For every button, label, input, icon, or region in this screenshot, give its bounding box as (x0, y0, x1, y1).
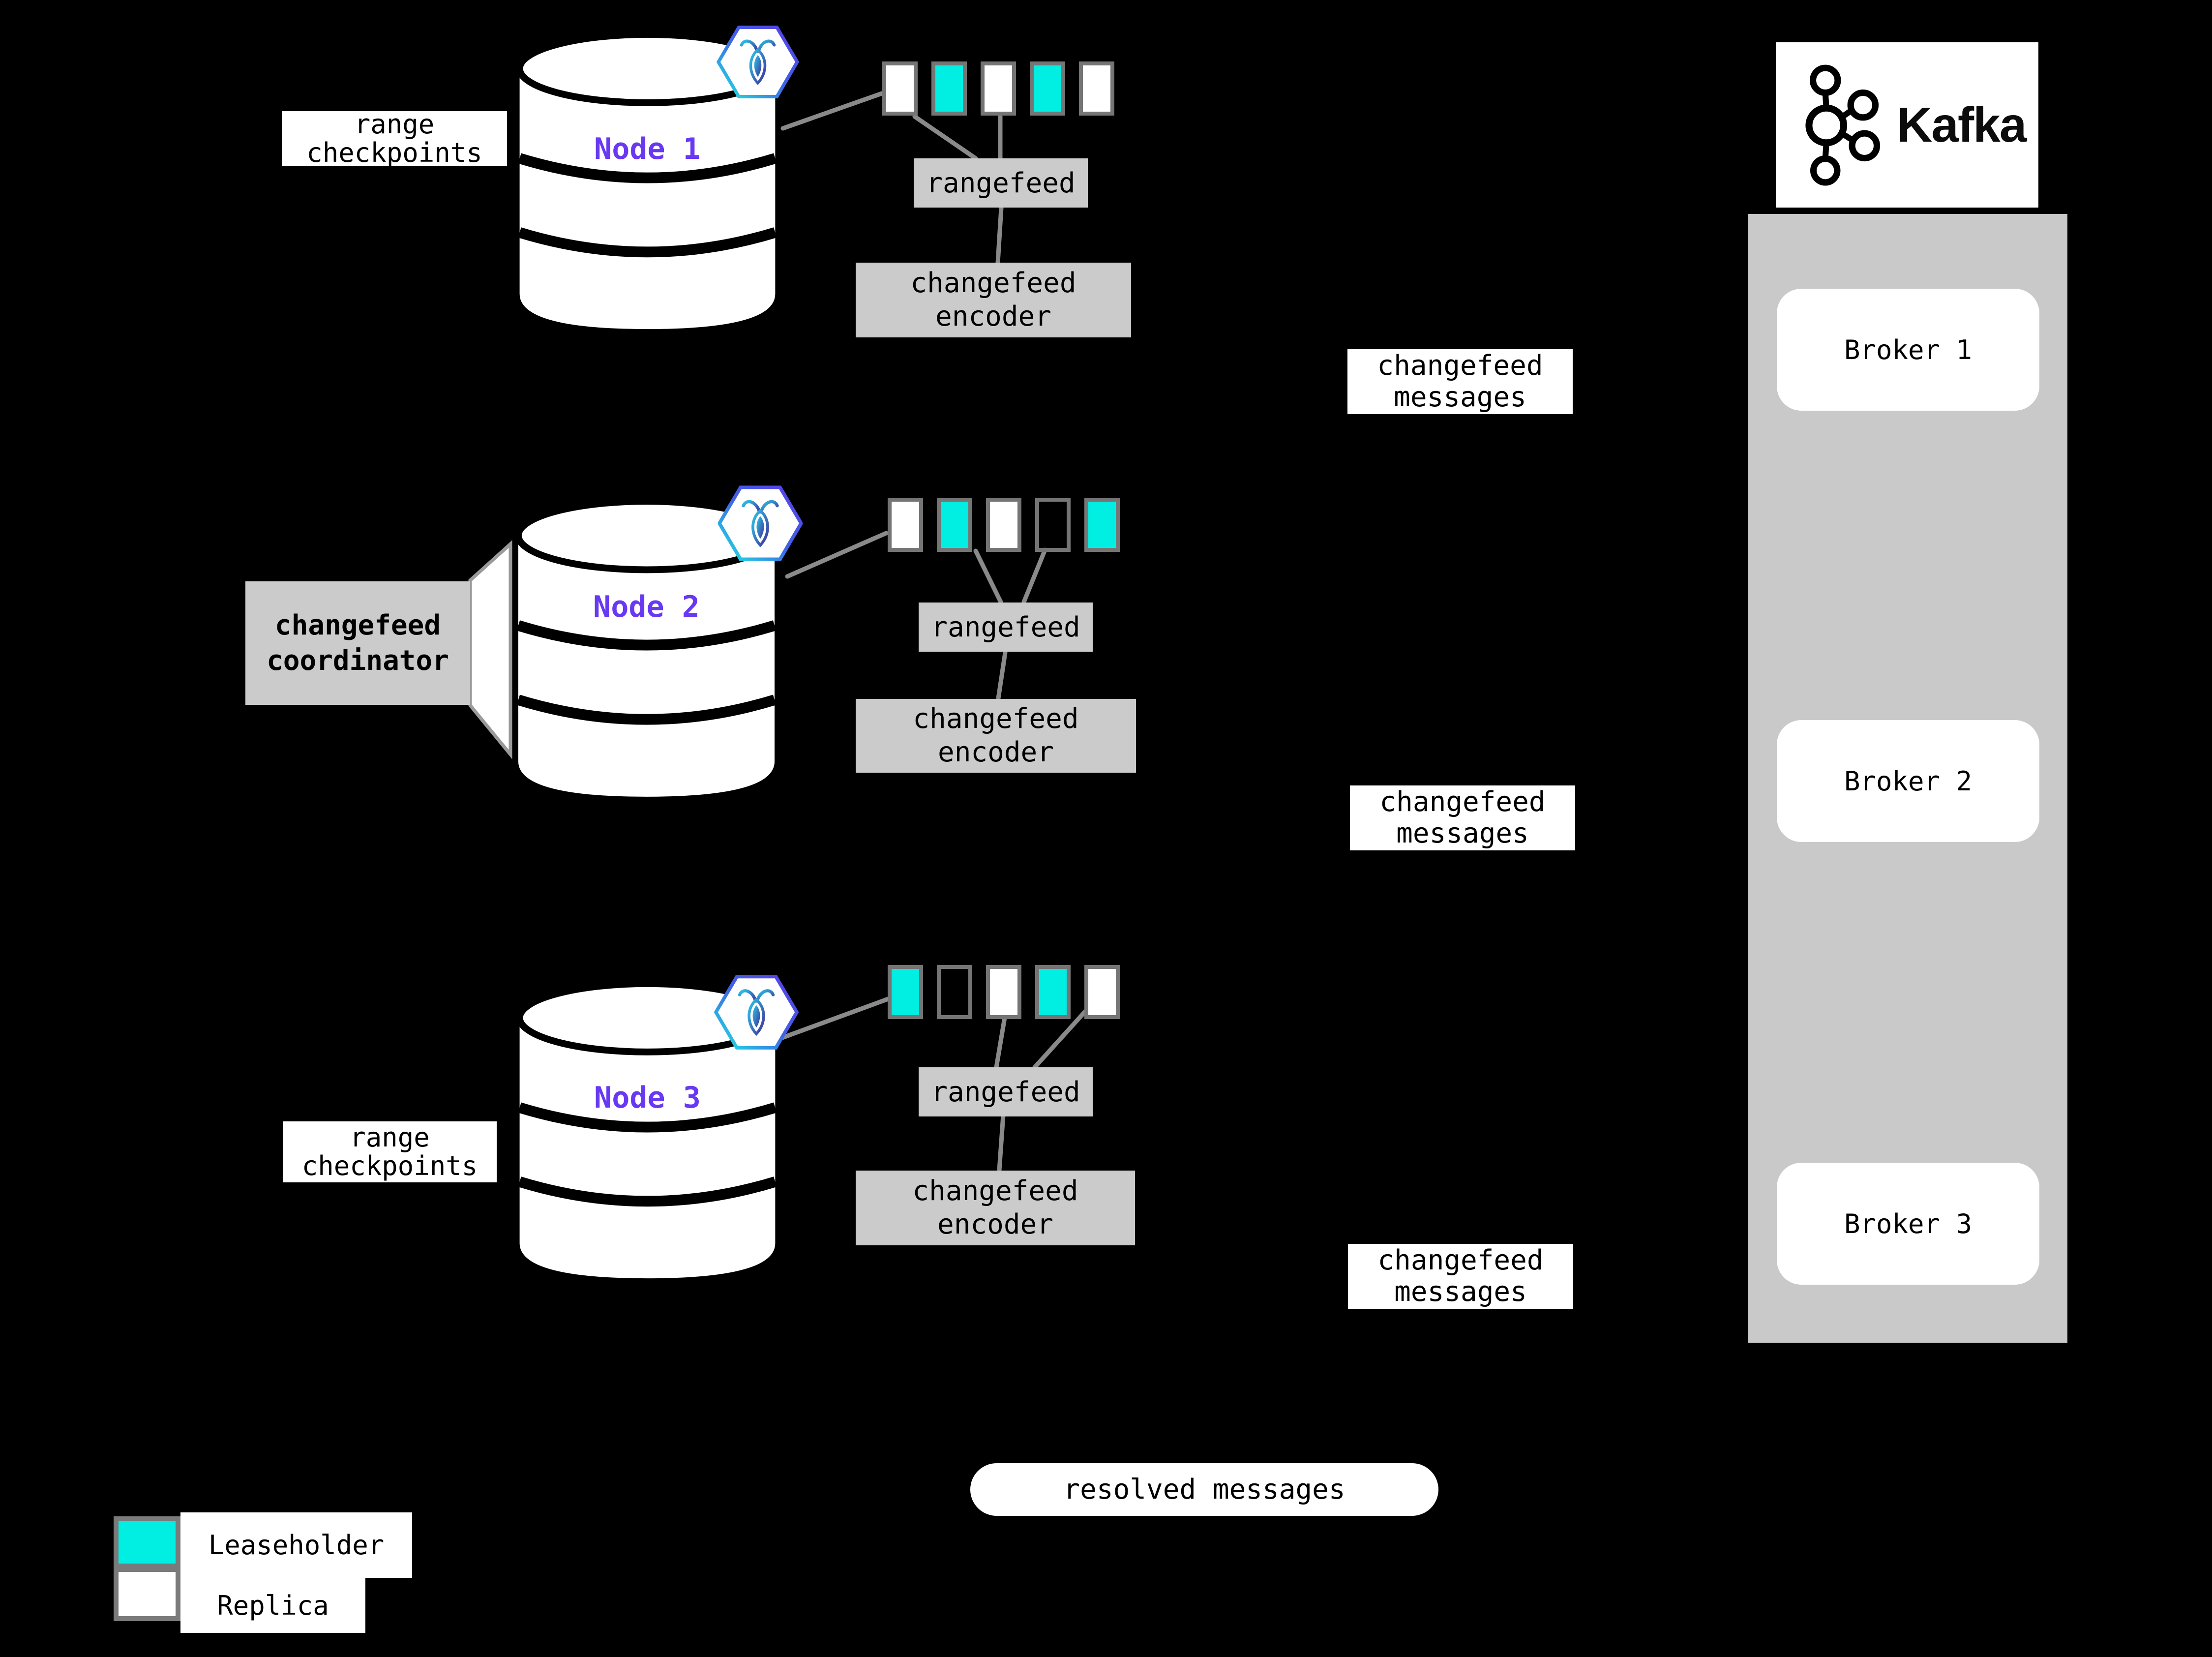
label-line: encoder (937, 1208, 1053, 1240)
broker-3: Broker 3 (1777, 1163, 2039, 1285)
resolved-messages-pill: resolved messages (970, 1463, 1438, 1516)
range-square-replica (981, 61, 1016, 116)
range-square-replica (888, 498, 923, 552)
node-3-ranges (888, 965, 1120, 1019)
label-line: changefeed (912, 1175, 1078, 1207)
changefeed-messages-label-3: changefeed messages (1348, 1244, 1573, 1309)
kafka-brand-label: Kafka (1897, 97, 2027, 152)
changefeed-messages-label-2: changefeed messages (1350, 785, 1575, 850)
node-2-rangefeed-box: rangefeed (919, 603, 1093, 652)
label-line: changefeed (910, 267, 1076, 299)
label-line: range (350, 1122, 430, 1153)
label-line: range (354, 109, 435, 140)
range-square-replica (1084, 965, 1120, 1019)
range-square-leaseholder (1035, 965, 1071, 1019)
coordinator-flap (468, 540, 512, 759)
node-3-label: Node 3 (594, 1081, 701, 1115)
range-square-leaseholder (1084, 498, 1120, 552)
node-2-changefeed-encoder-box: changefeed encoder (856, 699, 1136, 773)
range-square-empty (1035, 498, 1071, 552)
label-line: changefeed (913, 703, 1079, 735)
node-1-rangefeed-box: rangefeed (914, 158, 1088, 208)
legend-leaseholder-label: Leaseholder (180, 1512, 412, 1578)
range-square-replica (986, 498, 1021, 552)
label-line: checkpoints (301, 1150, 478, 1181)
node-2-ranges (888, 498, 1120, 552)
label-line: changefeed (1379, 786, 1546, 818)
connector-lines (777, 91, 1088, 1173)
changefeed-messages-label-1: changefeed messages (1347, 349, 1573, 414)
range-square-leaseholder (1030, 61, 1065, 116)
legend-leaseholder-swatch (114, 1516, 180, 1568)
range-square-leaseholder (888, 965, 923, 1019)
kafka-logo-box: Kafka (1776, 42, 2038, 208)
legend-replica-swatch (114, 1567, 180, 1621)
range-checkpoints-label-top: range checkpoints (282, 109, 507, 168)
node-1-ranges (882, 61, 1114, 116)
range-square-replica (1079, 61, 1114, 116)
range-checkpoints-label-bottom: range checkpoints (283, 1121, 497, 1182)
range-square-replica (882, 61, 918, 116)
node-3-changefeed-encoder-box: changefeed encoder (856, 1171, 1135, 1245)
range-square-replica (986, 965, 1021, 1019)
node-3-rangefeed-box: rangefeed (919, 1067, 1093, 1116)
node-2-label: Node 2 (593, 590, 700, 624)
node-1-label: Node 1 (594, 132, 701, 166)
range-square-leaseholder (937, 498, 972, 552)
label-line: coordinator (267, 644, 449, 677)
node-1-changefeed-encoder-box: changefeed encoder (856, 263, 1131, 337)
broker-1: Broker 1 (1777, 289, 2039, 411)
label-line: changefeed (1377, 1244, 1544, 1276)
changefeed-coordinator-box: changefeed coordinator (245, 581, 470, 705)
label-line: messages (1396, 817, 1529, 849)
broker-2: Broker 2 (1777, 720, 2039, 842)
label-line: messages (1394, 1276, 1527, 1308)
label-line: checkpoints (306, 137, 482, 168)
label-line: encoder (935, 301, 1051, 332)
label-line: encoder (937, 736, 1054, 768)
range-square-empty (937, 965, 972, 1019)
label-line: changefeed (1377, 350, 1543, 382)
label-line: changefeed (274, 609, 441, 641)
label-line: messages (1394, 381, 1526, 413)
range-square-leaseholder (931, 61, 967, 116)
kafka-logo-icon (1805, 64, 1881, 186)
legend-replica-label: Replica (180, 1578, 365, 1633)
